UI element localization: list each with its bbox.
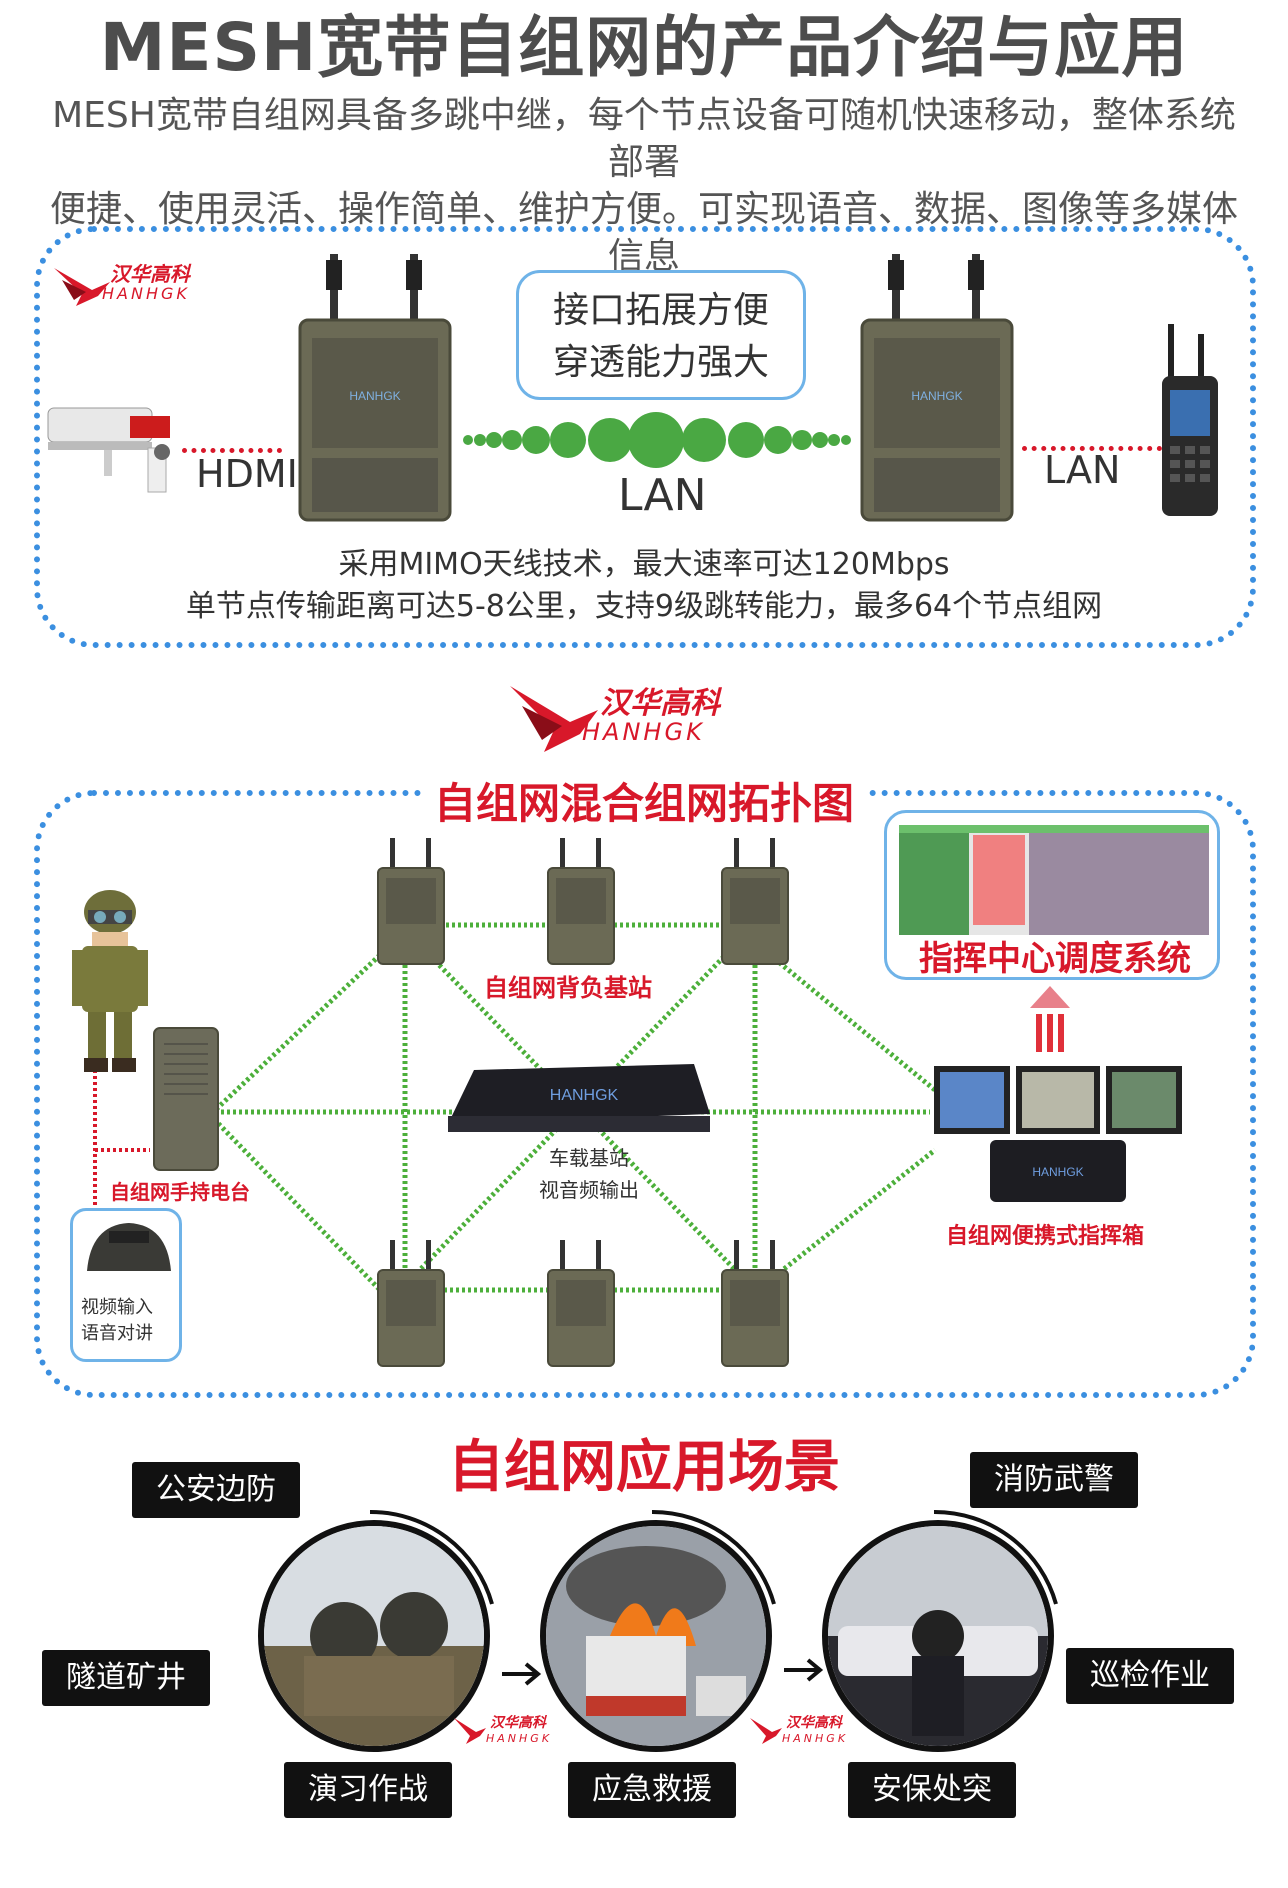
topology-title-text: 自组网混合组网拓扑图 xyxy=(421,779,866,828)
tag-patrol: 巡检作业 xyxy=(1066,1648,1234,1704)
logo-wing-bottom-2-icon xyxy=(750,1718,782,1744)
brand-logo-bottom-2: 汉华高科 HANHGK xyxy=(748,1712,878,1752)
tag-emergency: 应急救援 xyxy=(568,1762,736,1818)
page-title: MESH宽带自组网的产品介绍与应用 xyxy=(99,9,1189,86)
lan-right-label: LAN xyxy=(1044,448,1121,492)
backpack-node-top-center xyxy=(547,838,615,965)
scene-arcs xyxy=(369,1509,1058,1686)
topology-title: 自组网混合组网拓扑图 xyxy=(0,770,1288,831)
logo-en-bottom-2: HANHGK xyxy=(782,1732,849,1745)
backpack-node-bottom-center xyxy=(547,1240,615,1367)
backpack-node-top-left xyxy=(377,838,445,965)
tag-fire: 消防武警 xyxy=(970,1452,1138,1508)
logo-wing-large-icon xyxy=(510,686,598,752)
hdmi-label: HDMI xyxy=(196,452,298,496)
bubble-line-2: 穿透能力强大 xyxy=(552,342,769,383)
soldier-icon xyxy=(72,890,148,1072)
helmet-label-2: 语音对讲 xyxy=(81,1323,153,1344)
lan-right-link-line xyxy=(1022,446,1162,451)
vehicle-label-2: 视音频输出 xyxy=(539,1178,639,1202)
helmet-icon xyxy=(87,1223,171,1271)
spec-line-2: 单节点传输距离可达5-8公里，支持9级跳转能力，最多64个节点组网 xyxy=(185,589,1103,624)
logo-cn-large: 汉华高科 xyxy=(600,686,720,721)
logo-en-bottom-1: HANHGK xyxy=(486,1732,553,1745)
tag-tunnel: 隧道矿井 xyxy=(42,1650,210,1706)
backpack-node-bottom-left xyxy=(377,1240,445,1367)
spec-line-1: 采用MIMO天线技术，最大速率可达120Mbps xyxy=(338,547,950,582)
spec-text: 采用MIMO天线技术，最大速率可达120Mbps 单节点传输距离可达5-8公里，… xyxy=(0,544,1288,628)
svg-text:HANHGK: HANHGK xyxy=(550,1087,619,1104)
portable-box-label: 自组网便携式指挥箱 xyxy=(946,1224,1145,1249)
tag-security: 安保处突 xyxy=(848,1762,1016,1818)
wireless-link-dots xyxy=(463,412,851,468)
logo-en-large: HANHGK xyxy=(582,718,705,746)
lan-center-label: LAN xyxy=(618,470,707,521)
backpack-station-left: HANHGK xyxy=(298,254,452,522)
backpack-station-right: HANHGK xyxy=(860,254,1014,522)
svg-text:HANHGK: HANHGK xyxy=(1032,1165,1083,1179)
logo-cn-bottom-1: 汉华高科 xyxy=(490,1715,546,1731)
fire-scene-icon xyxy=(546,1526,766,1746)
handheld-station-icon xyxy=(153,1027,219,1171)
helmet-label: 视频输入 语音对讲 xyxy=(81,1295,153,1347)
dispatch-screen-icon xyxy=(899,825,1209,935)
brand-logo-small: 汉华高科 HANHGK xyxy=(52,256,232,316)
backpack-label: 自组网背负基站 xyxy=(484,974,652,1002)
handheld-label: 自组网手持电台 xyxy=(110,1180,250,1204)
camera-icon xyxy=(47,407,170,493)
feature-bubble: 接口拓展方便 穿透能力强大 xyxy=(516,270,806,400)
helmet-box: 视频输入 语音对讲 xyxy=(70,1208,182,1362)
tag-drill: 演习作战 xyxy=(284,1762,452,1818)
scenarios-title: 自组网应用场景 xyxy=(448,1435,840,1500)
logo-cn-bottom-2: 汉华高科 xyxy=(786,1715,842,1731)
logo-en-text: HANHGK xyxy=(102,284,190,303)
logo-wing-bottom-1-icon xyxy=(454,1718,486,1744)
vehicle-label: 车载基站 视音频输出 xyxy=(524,1142,654,1206)
command-center-box: 指挥中心调度系统 xyxy=(884,810,1220,980)
brand-logo-bottom-1: 汉华高科 HANHGK xyxy=(452,1712,582,1752)
backpack-node-top-right xyxy=(721,838,789,965)
logo-wing-icon xyxy=(54,268,110,306)
vehicle-label-1: 车载基站 xyxy=(549,1146,629,1170)
product-intro-frame xyxy=(34,226,1256,648)
hdmi-link-line xyxy=(182,448,282,453)
command-center-label: 指挥中心调度系统 xyxy=(919,939,1191,979)
logo-cn-text: 汉华高科 xyxy=(110,262,190,286)
handheld-radio-icon xyxy=(1162,324,1218,516)
up-arrow-icon xyxy=(1030,986,1070,1052)
brand-logo-large: 汉华高科 HANHGK xyxy=(508,672,768,762)
helmet-label-1: 视频输入 xyxy=(81,1297,153,1318)
intro-line-1: MESH宽带自组网具备多跳中继，每个节点设备可随机快速移动，整体系统部署 xyxy=(52,95,1236,183)
vehicle-station-icon: HANHGK xyxy=(448,1064,710,1132)
svg-text:HANHGK: HANHGK xyxy=(349,389,400,403)
scene-drill-image xyxy=(258,1520,490,1752)
tag-public-security: 公安边防 xyxy=(132,1462,300,1518)
svg-text:HANHGK: HANHGK xyxy=(911,389,962,403)
backpack-node-bottom-right xyxy=(721,1240,789,1367)
bubble-line-1: 接口拓展方便 xyxy=(552,290,769,331)
scene-emergency-image xyxy=(540,1520,772,1752)
portable-command-box-icon: HANHGK xyxy=(934,1066,1182,1202)
